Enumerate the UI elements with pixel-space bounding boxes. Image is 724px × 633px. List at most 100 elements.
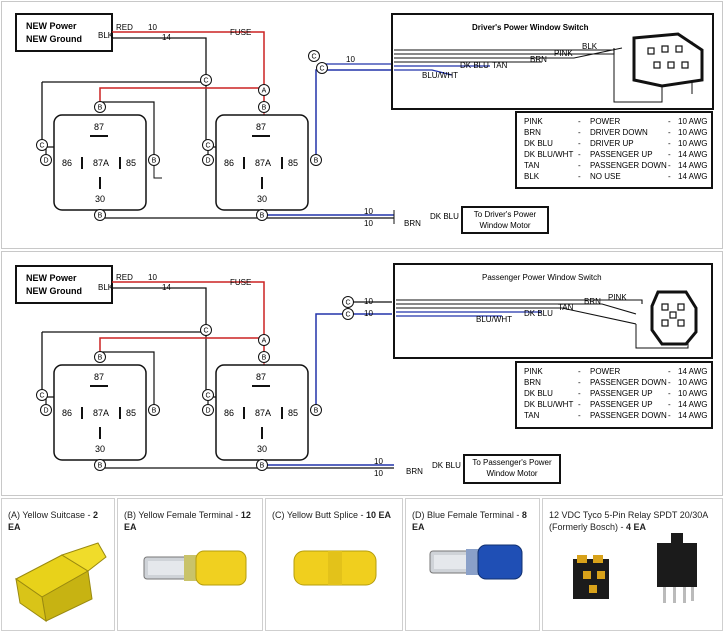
switch2-tan-label: TAN: [558, 303, 574, 312]
connector-node-letter: A: [262, 88, 267, 95]
relay4-87a: 87A: [255, 408, 271, 418]
relay4-87: 87: [256, 372, 266, 382]
switch-gauge-10: 10: [346, 55, 355, 64]
legend-color: DK BLU: [524, 389, 553, 398]
relay2-85-blue: [315, 69, 392, 160]
new-power-box-2: [15, 265, 113, 304]
relay4-85: 85: [288, 408, 298, 418]
legend-func: POWER: [590, 117, 620, 126]
new-power-label: NEW Power: [26, 21, 77, 31]
legend-color: TAN: [524, 411, 540, 420]
connector-node-letter: B: [152, 158, 157, 165]
relay3-87: 87: [94, 372, 104, 382]
relay1-85: 85: [126, 158, 136, 168]
driver-diagram-panel: NEW Power NEW Ground RED 10 FUSE BLK 14 …: [1, 1, 723, 249]
legend-gauge: 14 AWG: [678, 367, 708, 376]
legend-dash2: -: [668, 389, 671, 398]
connector-node-b: [258, 351, 270, 363]
relay3-85: 85: [126, 408, 136, 418]
relay1-30: 30: [95, 194, 105, 204]
motor2-gauge-top: 10: [374, 457, 383, 466]
part-relay-label: 12 VDC Tyco 5-Pin Relay SPDT 20/30A (For…: [549, 510, 708, 532]
connector-node-b: [256, 459, 268, 471]
connector-node-d: [40, 404, 52, 416]
passenger-motor-label: To Passenger's Power Window Motor: [472, 458, 552, 478]
connector-node-c: [200, 324, 212, 336]
connector-node-letter: C: [345, 312, 350, 319]
legend-dash: -: [578, 161, 581, 170]
legend-func: PASSENGER UP: [590, 389, 653, 398]
legend-color: DK BLU/WHT: [524, 150, 573, 159]
connector-node-c: [200, 74, 212, 86]
legend-dash: -: [578, 378, 581, 387]
part-yellow-female-terminal: (B) Yellow Female Terminal - 12 EA: [117, 498, 263, 631]
connector-node-b: [256, 209, 268, 221]
legend-gauge: 14 AWG: [678, 400, 708, 409]
legend-dash2: -: [668, 117, 671, 126]
driver-switch-title: Driver's Power Window Switch: [472, 23, 589, 32]
relay2-30: 30: [257, 194, 267, 204]
red-relay-feed: [99, 87, 265, 106]
connector-node-letter: B: [98, 355, 103, 362]
motor2-brn-label: BRN: [406, 467, 423, 476]
connector-node-d: [40, 154, 52, 166]
part-b-qty: 12 EA: [124, 510, 251, 532]
switch-dkblu-label: DK BLU: [460, 61, 489, 70]
wire-red-label: RED: [116, 23, 133, 32]
new-power-box: [15, 13, 113, 52]
connector-node-letter: C: [205, 393, 210, 400]
legend-dash2: -: [668, 367, 671, 376]
wire-blk-label: BLK: [98, 31, 114, 40]
legend-color: BRN: [524, 128, 541, 137]
driver-motor-label: To Driver's Power Window Motor: [473, 210, 537, 230]
legend-func: PASSENGER DOWN: [590, 411, 667, 420]
connector-node-letter: C: [39, 143, 44, 150]
gauge-14-label-2: 14: [162, 283, 171, 292]
legend-gauge: 10 AWG: [678, 389, 708, 398]
relay2-86: 86: [224, 158, 234, 168]
gauge-10-label: 10: [148, 23, 157, 32]
connector-node-c: [308, 50, 320, 62]
connector-node-letter: C: [345, 300, 350, 307]
connector-node-letter: B: [152, 408, 157, 415]
relay-icon: [573, 533, 697, 603]
legend-func: PASSENGER UP: [590, 150, 653, 159]
part-d-qty: 8 EA: [412, 510, 527, 532]
connector-node-b: [148, 154, 160, 166]
passenger-diagram-panel: NEW Power NEW Ground RED 10 FUSE BLK 14 …: [1, 251, 723, 496]
connector-node-b: [148, 404, 160, 416]
legend-color: BRN: [524, 378, 541, 387]
passenger-switch-title: Passenger Power Window Switch: [482, 273, 602, 282]
legend-dash: -: [578, 389, 581, 398]
connector-node-letter: C: [319, 66, 324, 73]
part-a-label: (A) Yellow Suitcase -: [8, 510, 94, 520]
driver-wiring-svg: NEW Power NEW Ground RED 10 FUSE BLK 14 …: [15, 13, 714, 234]
connector-node-letter: D: [205, 408, 210, 415]
connector-node-letter: B: [262, 355, 267, 362]
part-suitcase: (A) Yellow Suitcase - 2 EA: [1, 498, 115, 631]
motor-gauge-bottom: 10: [364, 219, 373, 228]
connector-node-c: [316, 62, 328, 74]
switch-pink-label: PINK: [554, 49, 573, 58]
connector-node-c: [36, 389, 48, 401]
gauge-14-label: 14: [162, 33, 171, 42]
part-blue-female-terminal: (D) Blue Female Terminal - 8 EA: [405, 498, 540, 631]
connector-node-letter: B: [98, 213, 103, 220]
legend-gauge: 10 AWG: [678, 378, 708, 387]
gauge-10-label-2: 10: [148, 273, 157, 282]
legend-gauge: 14 AWG: [678, 150, 708, 159]
driver-motor-box: [461, 206, 549, 234]
relay1-85-wire: [100, 101, 155, 160]
fuse-label: FUSE: [230, 28, 251, 37]
connector-node-b: [94, 351, 106, 363]
switch2-gauge-a: 10: [364, 297, 373, 306]
connector-node-letter: B: [262, 105, 267, 112]
connector-node-b: [310, 404, 322, 416]
legend-dash2: -: [668, 161, 671, 170]
legend-func: POWER: [590, 367, 620, 376]
legend-dash2: -: [668, 150, 671, 159]
relay3-87a: 87A: [93, 408, 109, 418]
relay1-86: 86: [62, 158, 72, 168]
legend-dash: -: [578, 150, 581, 159]
